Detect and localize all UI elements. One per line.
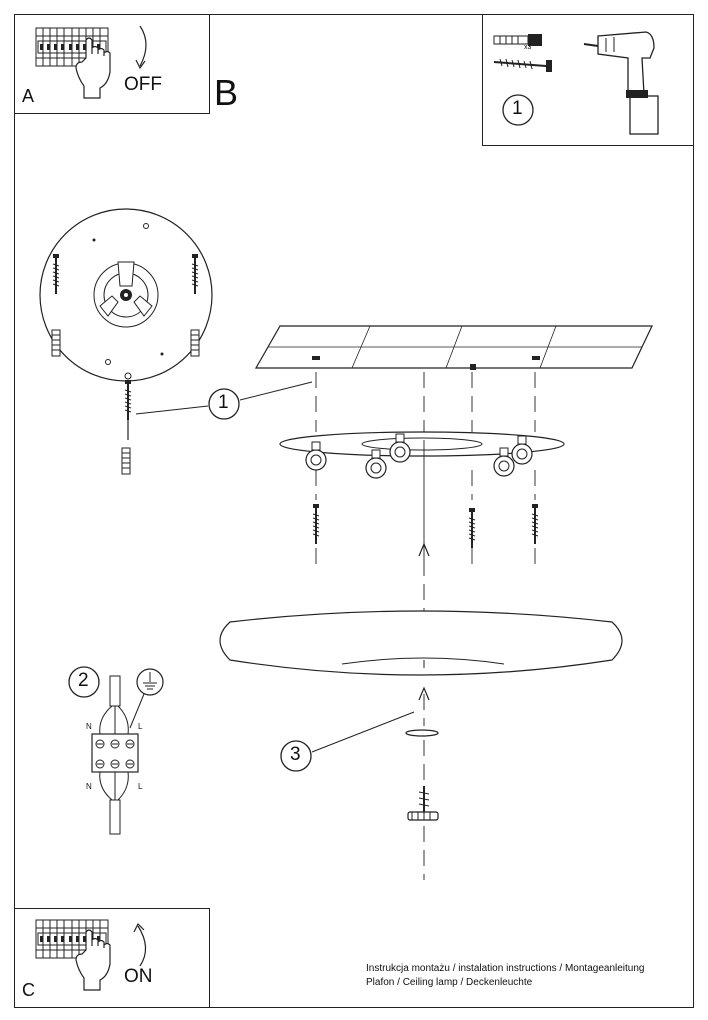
- terminal-label-l-top: L: [138, 722, 143, 731]
- dowel-icon: [493, 34, 542, 46]
- terminal-label-n-bottom: N: [86, 782, 92, 791]
- lamp-body-drawing: [279, 431, 565, 560]
- footer-line-2: Plafon / Ceiling lamp / Deckenleuchte: [366, 977, 533, 988]
- wiring-drawing: [68, 666, 164, 835]
- step-1-tools-number: 1: [512, 98, 523, 119]
- arrow-up-icon-c: [137, 925, 147, 967]
- base-fixing-screws: [51, 253, 200, 475]
- shade-drawing: [219, 610, 623, 821]
- dowel-quantity: x3: [524, 44, 532, 51]
- ceiling-drawing: [254, 325, 653, 370]
- panel-c-letter: C: [22, 980, 35, 1000]
- earth-ground-icon: [143, 672, 157, 690]
- panel-a-letter: A: [22, 86, 35, 106]
- step-1-tools: [502, 94, 534, 126]
- screw-icon: [493, 58, 552, 72]
- terminal-label-l-bottom: L: [138, 782, 143, 791]
- base-plate-drawing: [39, 208, 213, 382]
- step-2-number: 2: [78, 670, 89, 691]
- terminal-label-n-top: N: [86, 722, 92, 731]
- footer-line-1: Instrukcja montażu / instalation instruc…: [366, 963, 645, 974]
- step-3-shade: [280, 711, 415, 772]
- panel-c-on-label: ON: [124, 966, 153, 987]
- page-frame: [14, 14, 694, 1008]
- panel-b-letter: B: [214, 72, 239, 113]
- panel-a-off-label: OFF: [124, 74, 162, 95]
- footer-caption: Instrukcja montażu / instalation instruc…: [366, 962, 645, 990]
- step-3-number: 3: [290, 744, 301, 765]
- guide-lines: [315, 372, 536, 880]
- arrow-down-icon-a: [139, 25, 147, 67]
- lamp-screws: [312, 503, 539, 549]
- drill-icon: [583, 31, 659, 135]
- step-1-number: 1: [218, 392, 229, 413]
- step-1-ceiling: [135, 381, 313, 420]
